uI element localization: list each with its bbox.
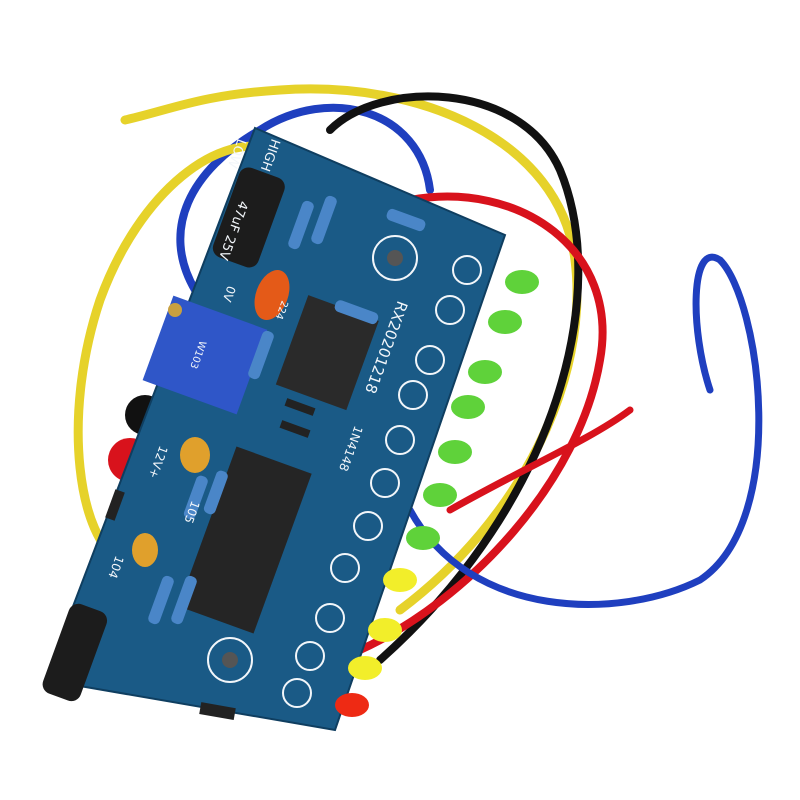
mounting-hole-center: [387, 250, 403, 266]
led-green: [423, 483, 457, 507]
diode: [105, 489, 125, 521]
red-wire-tail: [446, 406, 634, 514]
led-footprint: [353, 511, 383, 541]
ic-8pin: [275, 295, 379, 411]
led-green: [406, 526, 440, 550]
led-green: [468, 360, 502, 384]
led-footprint: [398, 380, 428, 410]
potentiometer[interactable]: [142, 295, 268, 415]
led-green: [438, 440, 472, 464]
led-green: [505, 270, 539, 294]
led-yellow: [348, 656, 382, 680]
led-footprint: [415, 345, 445, 375]
electrolytic-capacitor-2: [42, 603, 108, 702]
led-footprint: [295, 641, 325, 671]
resistors: [148, 195, 426, 625]
diode: [199, 702, 236, 721]
led-footprint: [370, 468, 400, 498]
yellow-wire-left: [73, 141, 280, 565]
led-green: [488, 310, 522, 334]
mounting-hole: [372, 235, 418, 281]
blue-wire-tail: [406, 253, 763, 608]
diode: [279, 420, 311, 438]
mounting-hole-center-2: [222, 652, 238, 668]
ceramic-capacitor-orange: [254, 269, 290, 321]
led-footprint: [282, 678, 312, 708]
led-footprint: [330, 553, 360, 583]
red-wire: [356, 192, 607, 654]
ceramic-capacitor-104: [132, 533, 158, 567]
led-footprint: [435, 295, 465, 325]
mounting-hole-2: [207, 637, 253, 683]
pot-screw[interactable]: [168, 303, 182, 317]
led-yellow: [383, 568, 417, 592]
led-yellow: [368, 618, 402, 642]
pcb-board: [43, 126, 507, 732]
led-green: [451, 395, 485, 419]
led-row: [282, 255, 539, 717]
diode: [284, 398, 316, 416]
ic-18pin: [178, 446, 312, 634]
ceramic-capacitor-105: [180, 437, 210, 473]
electrolytic-capacitor: [212, 167, 285, 268]
led-footprint: [452, 255, 482, 285]
black-wire: [326, 92, 583, 664]
led-footprint: [385, 425, 415, 455]
led-red: [335, 693, 369, 717]
led-footprint: [315, 603, 345, 633]
zero-v-label: 0V: [219, 284, 238, 304]
